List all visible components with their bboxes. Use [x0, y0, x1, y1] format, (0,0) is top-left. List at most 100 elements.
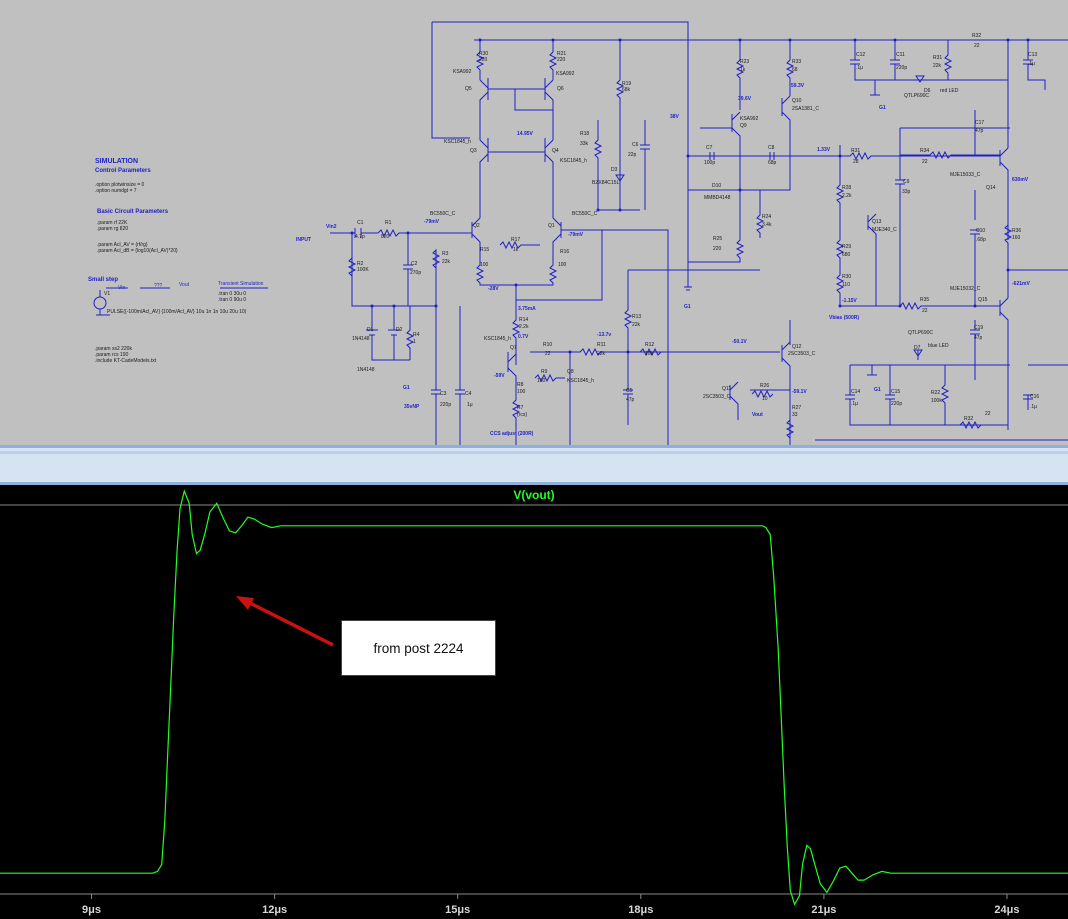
component-label: QTLP690C — [908, 330, 934, 336]
component-label: C15 — [891, 389, 901, 395]
component-label: R17 — [511, 237, 521, 243]
node-vbias: Vbias (500R) — [829, 315, 860, 321]
component-label: R16 — [560, 249, 570, 255]
component-label: R10 — [543, 342, 553, 348]
basic-params-heading: Basic Circuit Parameters — [97, 209, 169, 215]
component-value: 820 — [381, 234, 390, 240]
node-g1a: G1 — [403, 385, 410, 391]
x-tick-label: 18μs — [628, 904, 654, 916]
component-label: R35 — [920, 297, 930, 303]
component-value: 33 — [792, 412, 798, 418]
trace-v-vout[interactable] — [0, 489, 1068, 906]
component-label: R19 — [622, 81, 632, 87]
component-label: Q3 — [470, 148, 477, 154]
component-value: 22 — [545, 351, 551, 357]
component-value: 22k — [632, 322, 641, 328]
node-35v: 35vNP — [404, 404, 420, 410]
component-value: .1μ — [851, 401, 859, 407]
component-label: R8 — [517, 382, 524, 388]
component-label: V1 — [104, 291, 111, 297]
component-label: R27 — [792, 405, 802, 411]
component-value: 220 — [479, 57, 488, 63]
formula-line-2: .param Acl_dB = {log10(Acl_AV)*20} — [97, 248, 178, 254]
component-value: 110 — [842, 282, 850, 288]
component-label: R36 — [1012, 228, 1022, 234]
small-step-label: Small step — [88, 277, 119, 283]
component-label: C12 — [856, 52, 866, 58]
component-label: MJE340_C — [872, 227, 897, 233]
component-label: Q2 — [473, 223, 480, 229]
component-label: R29 — [842, 244, 852, 250]
component-label: C4 — [465, 391, 472, 397]
component-value: 22k — [442, 259, 451, 265]
component-value: 150 — [537, 378, 546, 384]
waveform-plot[interactable] — [0, 485, 1068, 919]
component-value: {rcs} — [517, 412, 528, 418]
component-label: MJE15033_C — [950, 172, 981, 178]
component-label: R18 — [580, 131, 590, 137]
component-label: R24 — [762, 214, 772, 220]
pane-splitter[interactable] — [0, 445, 1068, 485]
component-label: C2 — [411, 261, 418, 267]
component-value: 2.2k — [842, 193, 852, 199]
component-value: 220 — [713, 246, 722, 252]
component-label: KSC1845_h — [444, 139, 471, 145]
component-value: 22k — [597, 351, 606, 357]
component-label: R4 — [413, 332, 420, 338]
component-label: KSC1845_h — [567, 378, 594, 384]
param-line-1: .param rf 22K — [97, 220, 128, 226]
component-label: C3 — [440, 391, 447, 397]
component-label: Q15 — [978, 297, 988, 303]
component-value: 1 — [413, 339, 416, 345]
component-label: C17 — [975, 120, 985, 126]
component-label: R14 — [519, 317, 529, 323]
component-label: R9 — [541, 369, 548, 375]
voltage-label: -79mV — [568, 232, 584, 238]
component-value: .1μ — [1030, 404, 1038, 410]
component-value: .1μ — [856, 65, 864, 71]
component-label: D1 — [367, 327, 374, 333]
component-value: 1μ — [467, 402, 473, 408]
voltage-label: -59.1V — [792, 389, 807, 395]
component-label: D6 — [924, 88, 931, 94]
component-label: MMBD4148 — [704, 195, 731, 201]
vin-label: Vin — [118, 285, 126, 291]
component-label: C9 — [903, 179, 910, 185]
component-label: R22 — [931, 390, 941, 396]
component-label: R31 — [851, 148, 861, 154]
component-label: C19 — [974, 325, 984, 331]
voltage-label: -13.7v — [597, 332, 612, 338]
component-value: .1μ — [1028, 61, 1036, 67]
component-label: R34 — [920, 148, 930, 154]
voltage-label: -59V — [494, 373, 505, 379]
tran-line-1: .tran 0 30u 0 — [218, 291, 247, 297]
component-value: 220 — [557, 57, 566, 63]
component-label: 2SA1381_C — [792, 106, 819, 112]
component-label: MJE15032_C — [950, 286, 981, 292]
formula-line-1: .param Acl_AV = {rf/rg} — [97, 242, 148, 248]
component-label: C14 — [851, 389, 861, 395]
component-value: 160 — [1012, 235, 1021, 241]
component-label: R33 — [792, 59, 802, 65]
component-label: R3 — [442, 251, 449, 257]
component-label: D2 — [396, 327, 403, 333]
x-tick-label: 15μs — [445, 904, 471, 916]
node-ccs: CCS adjust (200R) — [490, 431, 534, 437]
splitter-edge-top — [0, 445, 1068, 448]
component-label: C7 — [706, 145, 713, 151]
schematic-editor[interactable]: SIMULATION Control Parameters .option pl… — [0, 0, 1068, 445]
component-value: 1k — [740, 67, 746, 73]
node-g1b: G1 — [684, 304, 691, 310]
component-label: D7 — [914, 345, 921, 351]
component-label: 2SC3503_C — [788, 351, 816, 357]
component-value: 220p — [440, 402, 452, 408]
trace-title[interactable]: V(vout) — [513, 488, 555, 502]
component-label: 1N4148 — [357, 367, 375, 373]
component-value: 100 — [517, 389, 526, 395]
component-label: red LED — [940, 88, 959, 94]
component-label: KSC1845_h — [484, 336, 511, 342]
component-label: Q4 — [552, 148, 559, 154]
component-value: 270p — [410, 270, 422, 276]
component-label: C13 — [1028, 52, 1038, 58]
